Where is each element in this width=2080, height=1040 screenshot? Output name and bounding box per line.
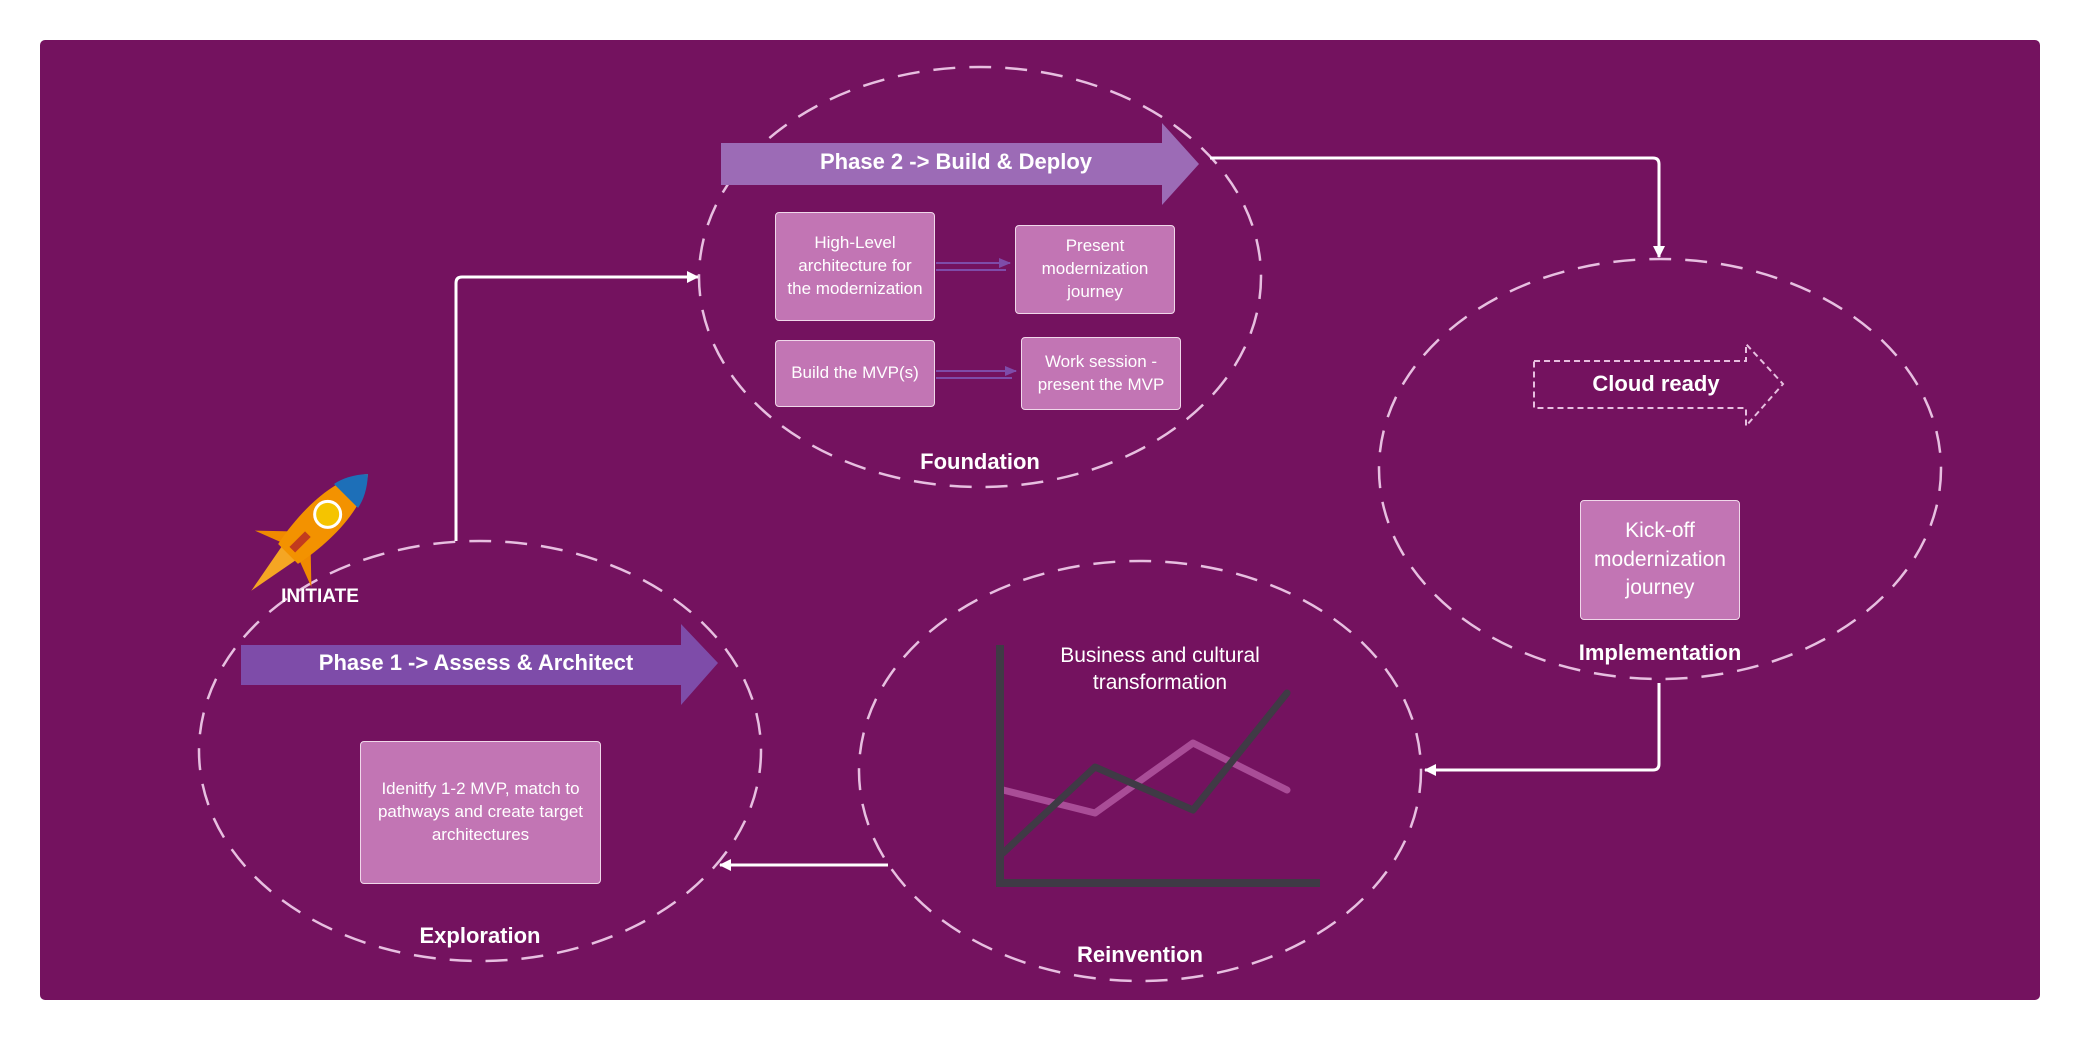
stage-label-implementation: Implementation — [1578, 640, 1742, 665]
phase1-arrow — [241, 624, 718, 705]
ellipse-implementation — [1377, 257, 1943, 681]
box-identify-mvp: Idenitfy 1-2 MVP, match to pathways and … — [360, 741, 601, 884]
box-build-mvp: Build the MVP(s) — [775, 340, 935, 407]
arrow-mvp-to-session — [936, 366, 1017, 379]
ellipse-foundation — [697, 65, 1263, 489]
cloud-ready-label: Cloud ready — [1592, 371, 1720, 396]
chart-line-dark — [999, 689, 1291, 857]
phase2-arrow — [721, 123, 1199, 205]
initiate-label: INITIATE — [281, 586, 359, 607]
box-high-level-architecture: High-Level architecture for the moderniz… — [775, 212, 935, 321]
cloud-ready-arrow — [1533, 341, 1785, 429]
box-work-session: Work session - present the MVP — [1021, 337, 1181, 410]
connector-exploration-to-foundation — [454, 271, 699, 541]
ellipse-exploration — [197, 539, 763, 963]
transformation-chart — [996, 645, 1320, 887]
transformation-text: Business and cultural transformation — [1060, 644, 1260, 695]
chart-line-light — [999, 739, 1291, 817]
phase2-label: Phase 2 -> Build & Deploy — [819, 149, 1092, 174]
stage-label-exploration: Exploration — [419, 923, 541, 948]
phase1-label: Phase 1 -> Assess & Architect — [318, 650, 634, 675]
ellipse-reinvention — [857, 559, 1423, 983]
box-present-journey: Present modernization journey — [1015, 225, 1175, 314]
box-kickoff: Kick-off modernization journey — [1580, 500, 1740, 620]
connector-foundation-to-implementation — [1210, 156, 1665, 258]
arrow-arch-to-present — [936, 258, 1011, 271]
chart-axes — [996, 645, 1320, 887]
rocket-icon — [251, 474, 368, 591]
stage-label-foundation: Foundation — [920, 449, 1040, 474]
connector-implementation-to-reinvention — [1424, 683, 1661, 776]
stage-label-reinvention: Reinvention — [1077, 942, 1203, 967]
